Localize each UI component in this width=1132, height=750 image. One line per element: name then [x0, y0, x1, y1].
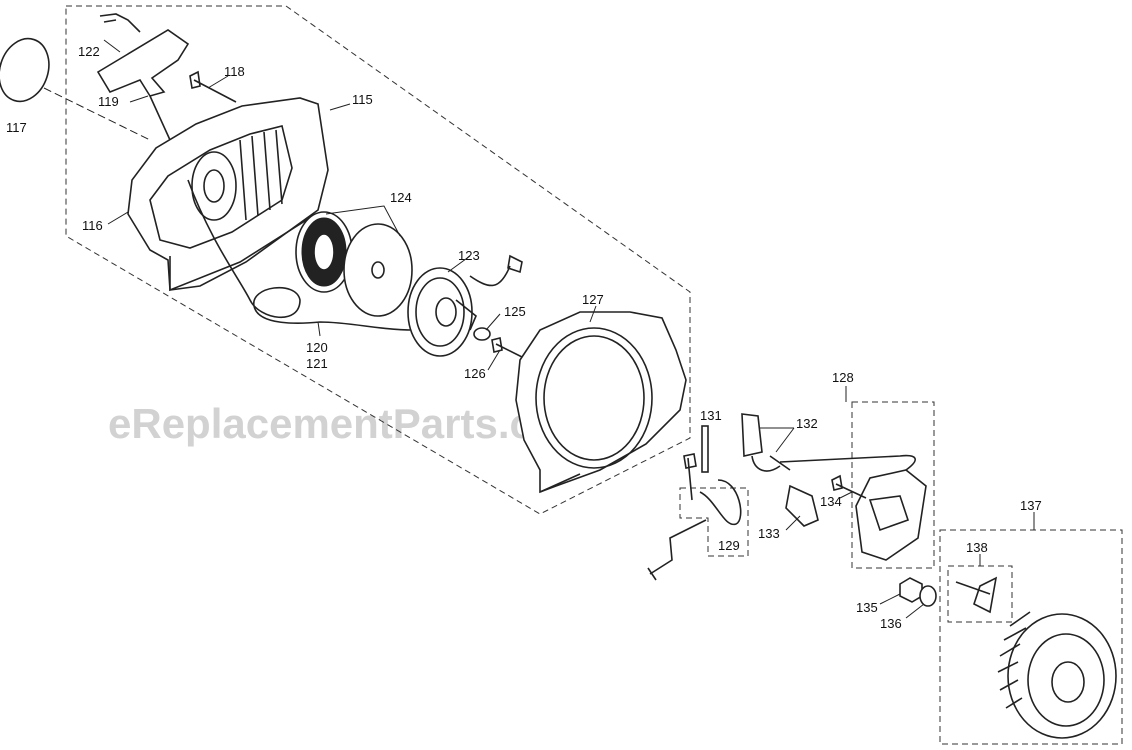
label-119: 119 — [98, 94, 119, 109]
starter-handle-119 — [96, 29, 190, 97]
label-116: 116 — [82, 218, 103, 233]
label-136: 136 — [880, 616, 902, 631]
label-135: 135 — [856, 600, 878, 615]
washer-125 — [473, 327, 491, 341]
ground-wire-129 — [699, 479, 742, 525]
washer-136 — [919, 585, 937, 607]
group-box-129 — [679, 487, 749, 557]
spring-cover-124 — [343, 223, 413, 317]
rope-pulley-123 — [407, 267, 473, 357]
label-115: 115 — [352, 92, 373, 107]
group-box-128 — [851, 401, 935, 569]
starter-cord-120 — [187, 179, 411, 331]
screw-126 — [491, 337, 525, 359]
label-127: 127 — [582, 292, 604, 307]
label-137: 137 — [1020, 498, 1042, 513]
label-118: 118 — [224, 64, 245, 79]
label-128: 128 — [832, 370, 854, 385]
group-box-137 — [939, 529, 1123, 745]
screw-134 — [831, 474, 867, 499]
label-126: 126 — [464, 366, 486, 381]
clip-122 — [99, 13, 141, 33]
nut-135 — [899, 577, 923, 603]
group-box-115 — [65, 5, 691, 515]
label-131: 131 — [700, 408, 722, 423]
label-125: 125 — [504, 304, 526, 319]
flywheel-key-138 — [955, 576, 998, 614]
label-121: 121 — [306, 356, 328, 371]
label-123: 123 — [458, 248, 480, 263]
label-124: 124 — [390, 190, 412, 205]
label-120: 120 — [306, 340, 328, 355]
spark-plug-133 — [785, 484, 819, 527]
label-138: 138 — [966, 540, 988, 555]
flywheel-137 — [1007, 613, 1117, 739]
label-117: 117 — [6, 120, 27, 135]
screw-118 — [189, 70, 237, 103]
spark-plug-boot-132 — [741, 413, 763, 457]
watermark-text: eReplacementParts.com — [108, 400, 596, 447]
label-133: 133 — [758, 526, 780, 541]
label-122: 122 — [78, 44, 100, 59]
label-132: 132 — [796, 416, 818, 431]
ring-117 — [0, 37, 50, 103]
pin-131 — [701, 425, 709, 473]
label-129: 129 — [718, 538, 740, 553]
group-box-138 — [947, 565, 1013, 623]
fan-cover-127 — [515, 311, 687, 494]
label-134: 134 — [820, 494, 842, 509]
ignition-module-128 — [855, 469, 927, 561]
